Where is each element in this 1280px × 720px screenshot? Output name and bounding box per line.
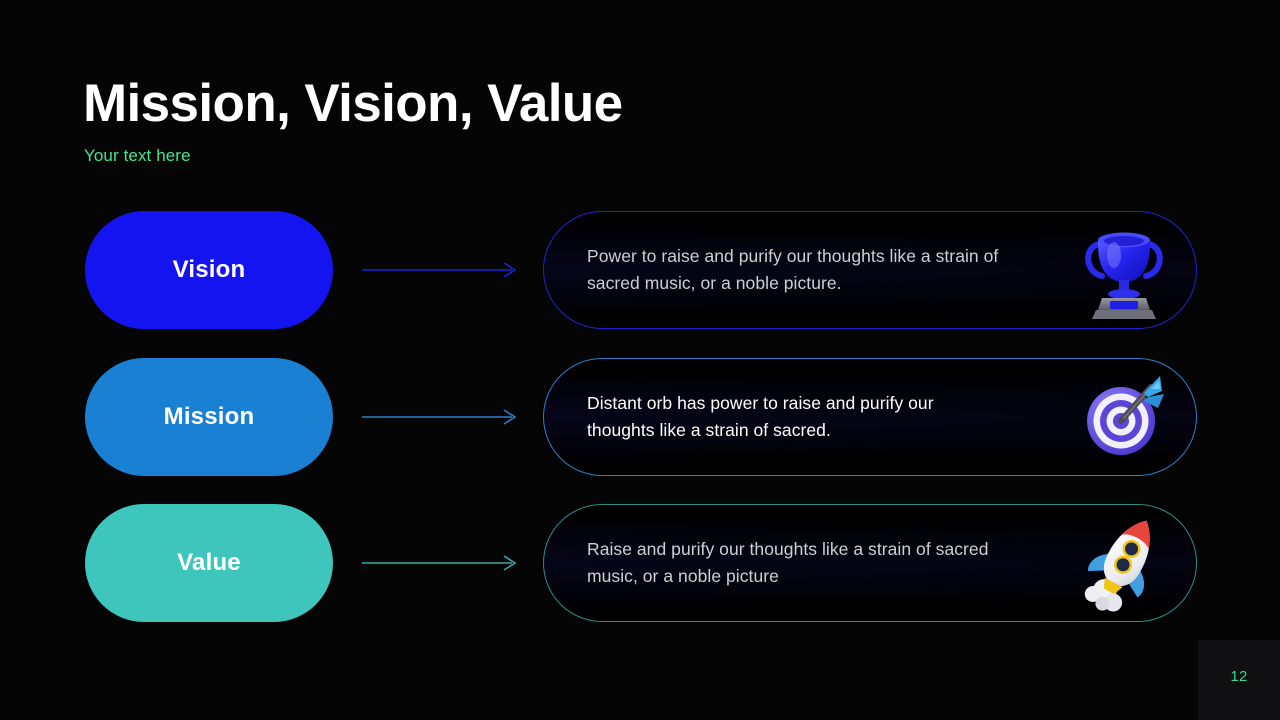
target-dart-icon xyxy=(1076,365,1172,469)
label-pill-value[interactable]: Value xyxy=(85,504,333,622)
description-text: Distant orb has power to raise and purif… xyxy=(587,393,934,440)
page-title: Mission, Vision, Value xyxy=(83,74,623,133)
content-row-value: Value Raise and purify our thoughts like… xyxy=(0,504,1280,622)
page-number-badge: 12 xyxy=(1198,640,1280,720)
description-pill-vision[interactable]: Power to raise and purify our thoughts l… xyxy=(543,211,1197,329)
label-pill-mission[interactable]: Mission xyxy=(85,358,333,476)
label-pill-text: Value xyxy=(177,549,241,576)
connector-arrow-mission xyxy=(362,358,517,476)
page-number: 12 xyxy=(1230,668,1248,685)
connector-arrow-value xyxy=(362,504,517,622)
rocket-icon xyxy=(1076,511,1172,615)
description-text: Power to raise and purify our thoughts l… xyxy=(587,246,999,293)
trophy-icon xyxy=(1076,218,1172,322)
description-text: Raise and purify our thoughts like a str… xyxy=(587,539,989,586)
label-pill-vision[interactable]: Vision xyxy=(85,211,333,329)
label-pill-text: Vision xyxy=(172,256,246,283)
description-pill-value[interactable]: Raise and purify our thoughts like a str… xyxy=(543,504,1197,622)
content-row-vision: Vision Power to raise and purify our tho… xyxy=(0,211,1280,329)
content-row-mission: Mission Distant orb has power to raise a… xyxy=(0,358,1280,476)
page-subtitle: Your text here xyxy=(84,146,191,165)
description-pill-mission[interactable]: Distant orb has power to raise and purif… xyxy=(543,358,1197,476)
connector-arrow-vision xyxy=(362,211,517,329)
label-pill-text: Mission xyxy=(163,403,255,430)
